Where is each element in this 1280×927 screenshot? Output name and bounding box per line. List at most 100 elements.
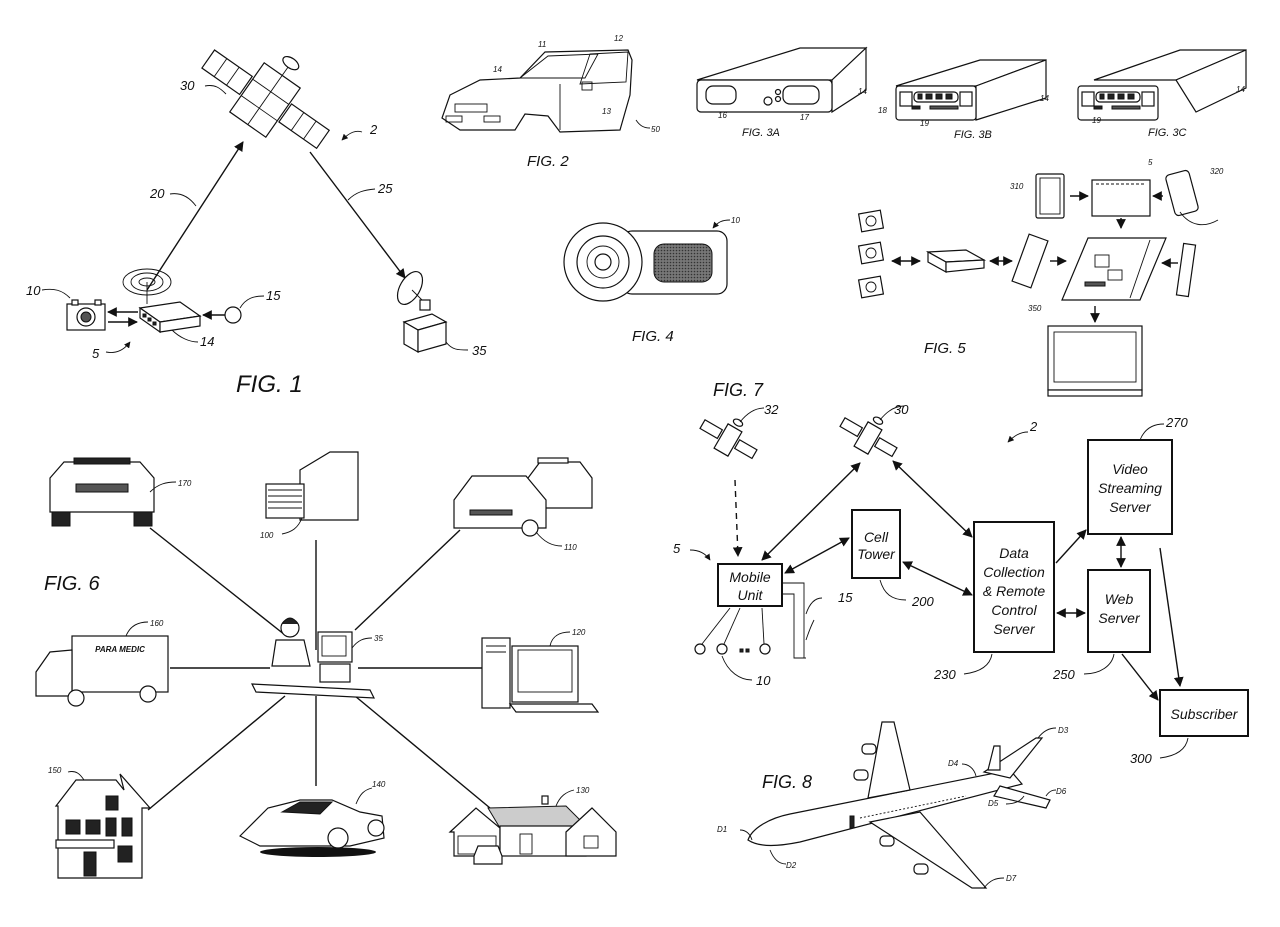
ref-label: 10 (26, 283, 41, 298)
ref-label: 230 (933, 667, 956, 682)
box-label: Video (1112, 461, 1148, 477)
ref-label: 14 (1236, 85, 1245, 94)
box-label: Tower (857, 546, 896, 562)
ref-label: 350 (1028, 304, 1042, 313)
camera-icon (66, 299, 106, 331)
satellite-icon (839, 416, 898, 458)
ref-label: 270 (1165, 415, 1188, 430)
memory-card-icon (1011, 233, 1049, 289)
figure-5: 5 310 320 350 FIG. 5 (857, 158, 1224, 397)
ref-label: 110 (564, 543, 577, 552)
ref-label: D1 (717, 825, 727, 834)
transceiver-box-icon (138, 301, 202, 334)
ref-label: 140 (372, 780, 386, 789)
figure-8: FIG. 8 D1 D2 D3 D4 D5 D6 D7 (717, 721, 1069, 889)
enclosure-rear-panel-drawing (895, 59, 1047, 121)
operator-workstation-icon (251, 617, 375, 699)
ref-label: 10 (731, 216, 740, 225)
ref-label: 5 (673, 541, 681, 556)
ref-label: 2 (1029, 419, 1038, 434)
ref-label: 5 (1148, 158, 1153, 167)
sensor-nodes (694, 607, 771, 655)
ref-label: 35 (472, 343, 487, 358)
mobile-unit-box (717, 563, 783, 607)
figure-3b: 18 19 14 FIG. 3B (878, 59, 1049, 141)
figure-title: FIG. 3A (742, 127, 780, 139)
pc-card-icon (1035, 173, 1065, 219)
ref-label: 12 (614, 34, 623, 43)
ref-label: 200 (911, 594, 934, 609)
daughter-board-icon (1091, 179, 1151, 217)
box-label: Cell (864, 529, 889, 545)
ref-label: 30 (894, 402, 909, 417)
ram-module-icon (1175, 242, 1197, 298)
ref-label: 300 (1130, 751, 1152, 766)
ref-label: 17 (800, 113, 809, 122)
ref-label: 14 (493, 65, 502, 74)
network-hub-icon (925, 249, 987, 274)
ground-station-dish-icon (396, 271, 448, 354)
ref-label: 14 (1040, 94, 1049, 103)
figure-7: FIG. 7 32 30 2 Mobile Unit Cell Tower Da… (673, 380, 1249, 766)
ref-label: 11 (538, 40, 546, 49)
ref-label: D2 (786, 861, 797, 870)
figure-title: FIG. 4 (632, 328, 674, 345)
box-label: Mobile (729, 569, 770, 585)
ref-label: 50 (651, 125, 660, 134)
figure-1: 30 2 20 25 10 (26, 49, 487, 398)
desktop-computer-icon (481, 637, 600, 713)
box-label: Streaming (1098, 480, 1162, 496)
box-label: Collection (983, 564, 1045, 580)
ref-label: 100 (260, 531, 274, 540)
sensor-icon (224, 306, 242, 324)
motherboard-icon (1061, 237, 1167, 301)
data-collection-server-box (973, 521, 1055, 653)
wireless-signal-icon (122, 268, 172, 304)
ref-label: 19 (920, 119, 929, 128)
ref-label: 30 (180, 78, 195, 93)
box-label: Unit (738, 587, 764, 603)
ref-label: 130 (576, 786, 590, 795)
subscriber-box (1159, 689, 1249, 737)
figure-title: FIG. 6 (44, 573, 100, 595)
police-car-icon (49, 457, 155, 527)
gps-antenna-icon (1165, 169, 1199, 217)
box-label: Server (1098, 610, 1141, 626)
antenna-icon (782, 582, 806, 659)
ref-label: 20 (149, 186, 165, 201)
enclosure-front-panel-drawing (696, 46, 868, 114)
figure-title: FIG. 7 (713, 380, 764, 400)
figure-title: FIG. 3C (1148, 127, 1187, 139)
ref-label: 15 (266, 288, 281, 303)
enclosure-exploded-drawing (1077, 49, 1247, 121)
ref-label: 19 (1092, 116, 1101, 125)
ref-label: 250 (1052, 667, 1075, 682)
figure-title: FIG. 1 (236, 371, 303, 398)
ref-label: 32 (764, 402, 779, 417)
satellite-icon (201, 49, 331, 150)
box-label: Control (991, 602, 1037, 618)
ref-label: 15 (838, 590, 853, 605)
box-label: & Remote (983, 583, 1045, 599)
ref-label: 170 (178, 479, 192, 488)
ref-label: 10 (756, 673, 771, 688)
ref-label: 18 (878, 106, 887, 115)
figure-3a: 16 17 14 FIG. 3A (696, 46, 868, 139)
ranch-house-icon (448, 795, 617, 865)
figure-3c: 19 14 FIG. 3C (1077, 49, 1247, 139)
figure-title: FIG. 2 (527, 153, 569, 170)
box-label: Subscriber (1171, 706, 1239, 722)
ref-label: 310 (1010, 182, 1024, 191)
taxi-cars-icon (453, 457, 593, 537)
figure-title: FIG. 8 (762, 772, 812, 792)
house-icon (54, 773, 152, 879)
ref-label: D5 (988, 799, 999, 808)
box-label: Server (993, 621, 1036, 637)
ref-label: D4 (948, 759, 959, 768)
figure-2: 11 12 14 13 50 FIG. 2 (441, 34, 660, 170)
box-label: Data (999, 545, 1029, 561)
ref-label: 13 (602, 107, 611, 116)
vehicle-cab-drawing (441, 49, 633, 133)
ref-label: 14 (858, 87, 867, 96)
